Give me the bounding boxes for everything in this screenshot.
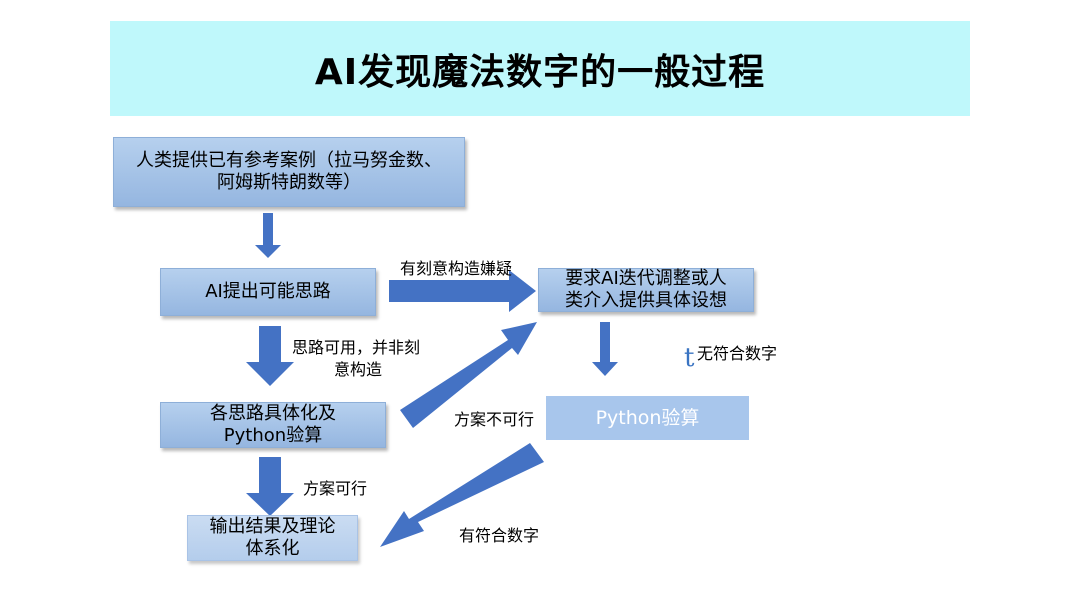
node-python-verify-label: Python验算 (595, 407, 700, 429)
node-output-line1: 输出结果及理论 (209, 516, 336, 537)
arrow-verify-to-output (380, 443, 544, 547)
label-suspect: 有刻意构造嫌疑 (400, 259, 513, 278)
node-start: 人类提供已有参考案例（拉马努金数、 阿姆斯特朗数等） (113, 137, 465, 207)
node-concretize: 各思路具体化及 Python验算 (160, 402, 386, 448)
node-concretize-line2: Python验算 (223, 425, 323, 446)
arrow-concretize-to-iterate (400, 322, 537, 428)
node-output: 输出结果及理论 体系化 (187, 515, 358, 561)
label-feasible: 方案可行 (303, 479, 368, 498)
label-usable-line1: 思路可用，并非刻 (292, 338, 421, 357)
label-has-match: 有符合数字 (459, 526, 540, 545)
node-start-line1: 人类提供已有参考案例（拉马努金数、 (136, 150, 442, 171)
arrow-concretize-to-output (246, 457, 294, 516)
arrow-ideas-to-concretize (246, 326, 294, 386)
node-concretize-line1: 各思路具体化及 (210, 403, 336, 424)
label-no-match: 无符合数字 (697, 344, 778, 363)
node-ai-ideas: AI提出可能思路 (160, 268, 376, 316)
arrow-start-to-ideas (255, 213, 281, 258)
label-infeasible: 方案不可行 (454, 410, 535, 429)
node-iterate: 要求AI迭代调整或人 类介入提供具体设想 (538, 268, 754, 312)
label-usable-line2: 意构造 (334, 360, 383, 379)
node-output-line2: 体系化 (245, 538, 300, 559)
label-no-match-mark: t (684, 343, 695, 373)
arrow-iterate-to-verify (592, 322, 618, 376)
node-ai-ideas-label: AI提出可能思路 (205, 281, 331, 302)
node-iterate-line1: 要求AI迭代调整或人 (565, 268, 727, 289)
node-iterate-line2: 类介入提供具体设想 (565, 290, 727, 311)
node-python-verify: Python验算 (546, 396, 749, 440)
arrow-ideas-to-iterate (389, 270, 536, 312)
node-start-line2: 阿姆斯特朗数等） (217, 172, 361, 193)
title-banner: AI发现魔法数字的一般过程 (110, 21, 970, 116)
page-title: AI发现魔法数字的一般过程 (314, 51, 766, 93)
